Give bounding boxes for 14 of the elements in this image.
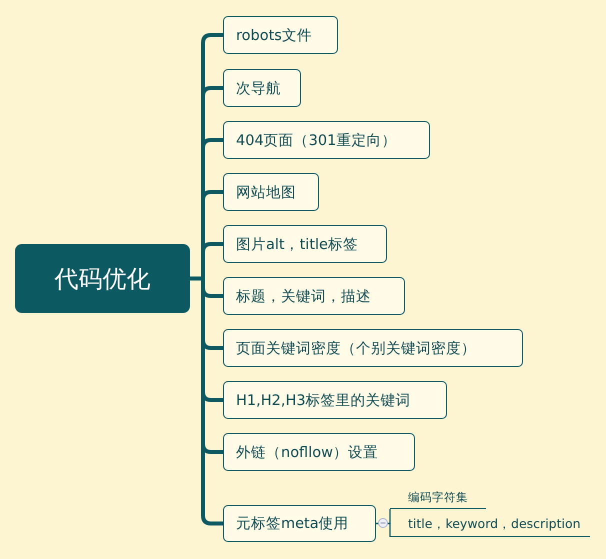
branch-line [376, 522, 391, 537]
topic-box: 网站地图 [223, 173, 319, 211]
central-topic: 代码优化 [15, 244, 190, 313]
topic-box: 次导航 [223, 69, 301, 107]
subtopic-label: title，keyword，description [390, 512, 590, 537]
topic-box: 标题，关键词，描述 [223, 277, 405, 315]
subtopic-label: 编码字符集 [390, 486, 486, 509]
topic-box: 外链（nofllow）设置 [223, 433, 415, 471]
topic-box: robots文件 [223, 16, 338, 54]
topic-box: 页面关键词密度（个别关键词密度） [223, 329, 523, 367]
topic-box: 图片alt，title标签 [223, 225, 387, 263]
topic-box: H1,H2,H3标签里的关键词 [223, 381, 447, 419]
topic-box: 元标签meta使用 [223, 505, 376, 542]
topic-box: 404页面（301重定向） [223, 121, 430, 159]
